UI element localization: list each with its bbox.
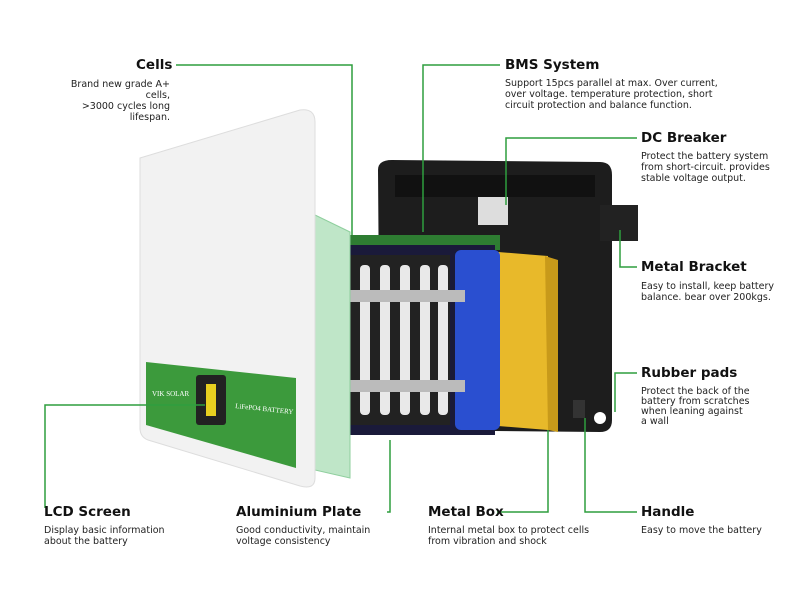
callout-aluminium-title: Aluminium Plate <box>236 504 362 520</box>
desc-line: about the battery <box>44 536 128 547</box>
desc-line: when leaning against <box>641 406 743 417</box>
callout-lines <box>44 64 637 513</box>
callout-bms-title: BMS System <box>505 57 600 73</box>
cell-side <box>455 250 500 430</box>
desc-line: Easy to install, keep battery <box>641 281 775 292</box>
dc-breaker <box>478 195 508 225</box>
desc-line: voltage consistency <box>236 536 331 547</box>
desc-line: Display basic information <box>44 525 165 536</box>
callout-rubber-pads-title: Rubber pads <box>641 365 738 381</box>
callout-cells-title: Cells <box>136 57 173 73</box>
callout-metal-box-title: Metal Box <box>428 504 504 520</box>
metal-bracket <box>600 205 638 241</box>
case-top-rim <box>395 175 595 197</box>
callout-handle-title: Handle <box>641 504 695 520</box>
desc-line: balance. bear over 200kgs. <box>641 292 771 303</box>
callout-handle-desc: Easy to move the battery <box>641 525 762 536</box>
callout-bms-desc: Support 15pcs parallel at max. Over curr… <box>505 78 718 111</box>
callout-dc-breaker-title: DC Breaker <box>641 130 727 146</box>
metal-box <box>498 252 548 430</box>
desc-line: Protect the battery system <box>641 151 769 162</box>
desc-line: Good conductivity, maintain <box>236 525 371 536</box>
desc-line: >3000 cycles long lifespan. <box>81 101 170 123</box>
battery-level-indicator <box>206 384 216 416</box>
desc-line: Protect the back of the <box>641 386 750 397</box>
desc-line: Brand new grade A+ cells, <box>70 79 170 101</box>
aluminium-plate <box>314 214 351 479</box>
front-panel: VIK SOLAR LiFePO4 BATTERY <box>139 109 316 488</box>
desc-line: Internal metal box to protect cells <box>428 525 590 536</box>
metal-box-side <box>545 256 558 432</box>
desc-line: a wall <box>641 416 669 427</box>
busbar-bottom <box>345 380 465 392</box>
desc-line: over voltage. temperature protection, sh… <box>505 89 713 100</box>
callout-cells-desc: Brand new grade A+ cells,>3000 cycles lo… <box>45 79 170 123</box>
busbar-top <box>345 290 465 302</box>
desc-line: Support 15pcs parallel at max. Over curr… <box>505 78 718 89</box>
brand-logo: VIK SOLAR <box>152 390 189 398</box>
callout-metal-bracket-title: Metal Bracket <box>641 259 747 275</box>
desc-line: from short-circuit. provides <box>641 162 770 173</box>
handle <box>573 400 585 418</box>
desc-line: circuit protection and balance function. <box>505 100 692 111</box>
desc-line: from vibration and shock <box>428 536 547 547</box>
battery-cells <box>345 235 500 435</box>
desc-line: Easy to move the battery <box>641 525 762 536</box>
desc-line: stable voltage output. <box>641 173 746 184</box>
callout-lcd-title: LCD Screen <box>44 504 131 520</box>
desc-line: battery from scratches <box>641 396 750 407</box>
cell-terminals <box>360 265 448 415</box>
rubber-pad <box>594 412 606 424</box>
